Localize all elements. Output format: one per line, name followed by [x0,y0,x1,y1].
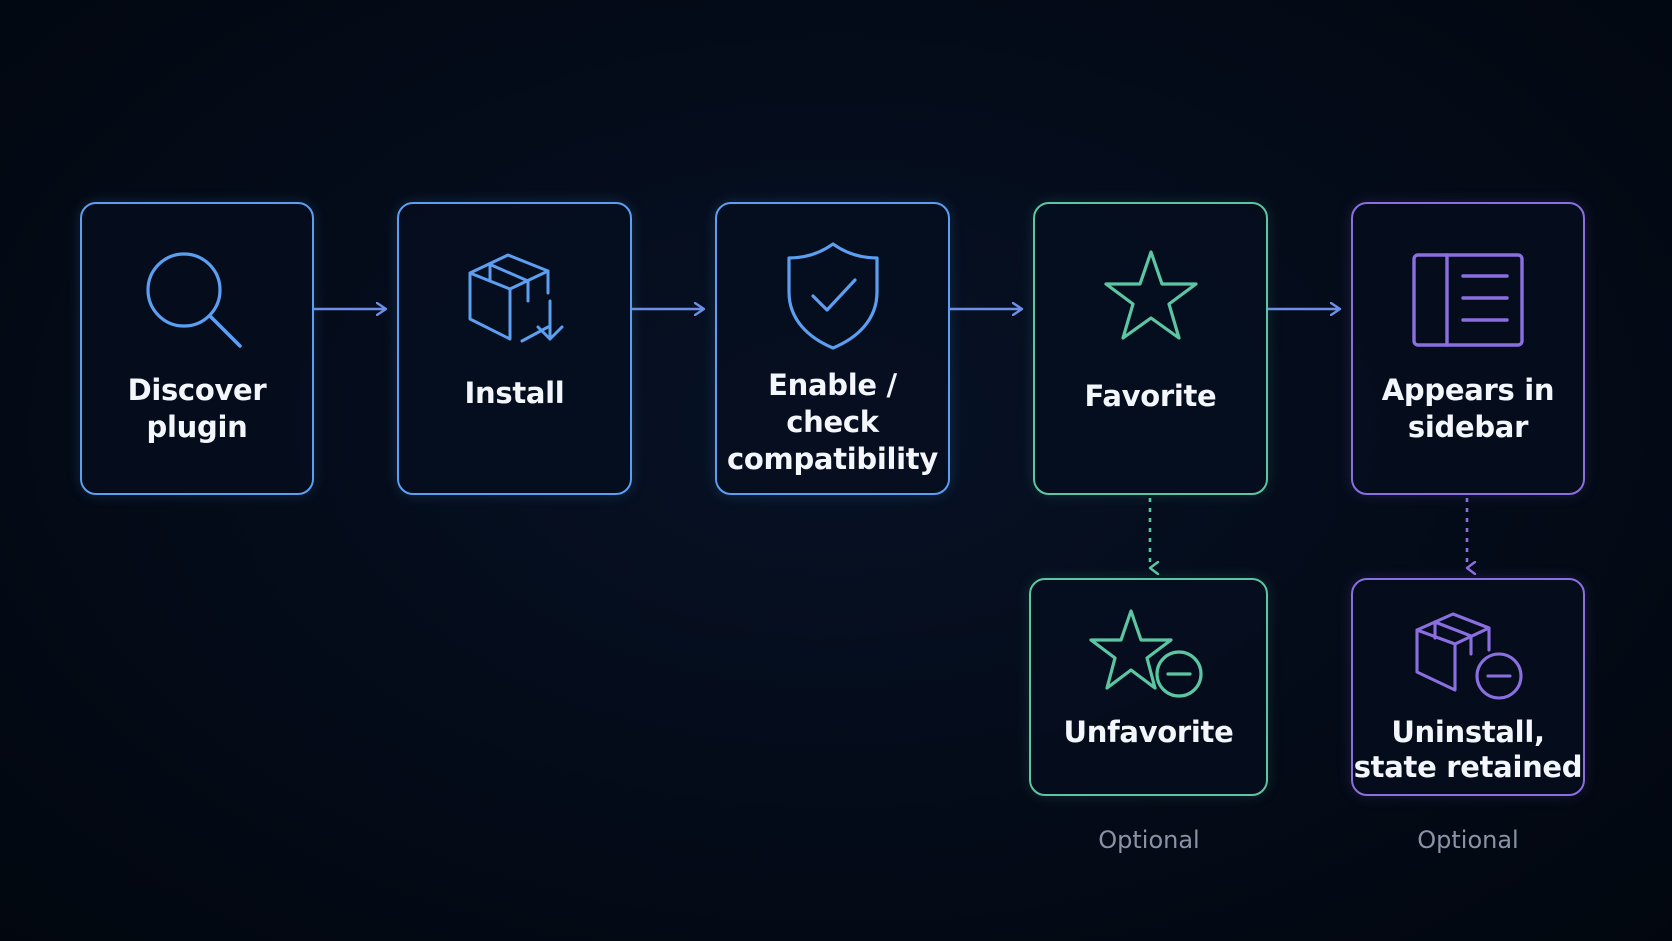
step-favorite: Favorite [1033,202,1268,495]
package-minus-icon [1415,612,1523,700]
shield-check-icon [786,242,879,350]
label-line: Appears in [1381,373,1555,407]
optional-note-uninstall: Optional [1417,826,1519,854]
step-enable-check-compatibility: Enable / check compatibility [715,202,950,495]
star-icon [1103,250,1198,340]
step-install: Install [397,202,632,495]
step-label: Enable / check compatibility [717,367,948,478]
label-line: Enable / [768,368,897,402]
sidebar-layout-icon [1412,253,1524,347]
label-line: check [786,405,879,439]
step-label: Discover plugin [82,372,312,446]
step-appears-in-sidebar: Appears in sidebar [1351,202,1585,495]
label-line: Install [464,376,565,410]
branch-unfavorite: Unfavorite [1029,578,1268,796]
label-line: compatibility [727,442,938,476]
branch-label: Uninstall, state retained [1353,714,1583,786]
label-line: Discover [127,373,267,407]
step-label: Install [399,375,630,412]
label-line: Unfavorite [1063,715,1234,749]
label-line: plugin [146,410,248,444]
label-line: Favorite [1084,379,1217,413]
search-icon [146,252,242,348]
step-label: Favorite [1035,378,1266,415]
package-download-icon [468,253,563,343]
step-discover-plugin: Discover plugin [80,202,314,495]
label-line: sidebar [1407,410,1529,444]
label-line: Uninstall, [1391,715,1545,749]
branch-label: Unfavorite [1031,714,1266,751]
star-minus-icon [1088,609,1203,698]
label-line: state retained [1353,750,1583,784]
optional-note-unfavorite: Optional [1098,826,1200,854]
step-label: Appears in sidebar [1353,372,1583,446]
branch-uninstall-state-retained: Uninstall, state retained [1351,578,1585,796]
